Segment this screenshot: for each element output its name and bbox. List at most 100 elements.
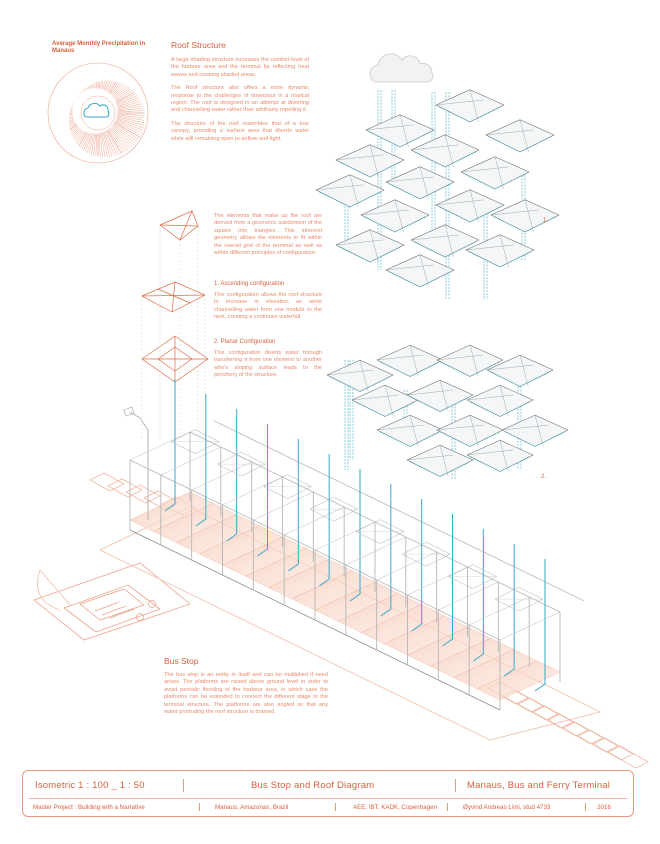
roof-fold <box>519 119 529 153</box>
precipitation-tick <box>111 126 132 147</box>
water-channel <box>339 161 401 178</box>
precipitation-tick <box>116 118 144 128</box>
water-channel <box>330 376 390 392</box>
roof-element <box>435 89 505 123</box>
precipitation-tick <box>109 128 127 152</box>
water-channel <box>439 106 501 123</box>
drain-pipe <box>411 499 423 632</box>
water-channel <box>355 401 415 417</box>
element-diagram-ascending <box>141 281 206 313</box>
precipitation-tick <box>110 127 131 149</box>
roof-fold <box>519 355 529 387</box>
roof-fold <box>409 415 419 447</box>
precipitation-tick <box>116 95 138 105</box>
water-channel <box>464 173 526 190</box>
water-channel <box>440 361 500 377</box>
roof-fold <box>410 144 459 151</box>
roof-fold <box>501 424 549 431</box>
precipitation-tick <box>83 133 91 151</box>
roof-element <box>410 224 480 258</box>
roof-fold <box>369 144 379 178</box>
drain-pipe <box>195 394 207 527</box>
roof-paragraph-2: The Roof structure also offers a more dy… <box>171 85 309 114</box>
roof-fold <box>360 209 409 216</box>
roof-fold <box>486 364 534 371</box>
beam <box>438 581 499 611</box>
roof-element <box>385 166 455 200</box>
bus-stop-paragraph: The bus stop is an entity in itself and … <box>164 672 328 716</box>
divider <box>585 803 586 811</box>
precipitation-tick <box>114 121 141 135</box>
precipitation-tick <box>102 80 106 90</box>
roof-fold <box>406 454 454 461</box>
precipitation-tick <box>70 126 79 133</box>
precipitation-tick <box>91 133 95 155</box>
drain-pipe <box>288 439 299 572</box>
road-stripe <box>562 721 604 745</box>
author-label: Øyvind Andreas Limi, stud 4733 <box>463 804 551 811</box>
roof-fold <box>466 394 514 401</box>
precipitation-tick <box>113 123 137 142</box>
road-stripe <box>577 729 619 753</box>
roof-fold <box>439 380 449 412</box>
water-channel <box>469 251 531 268</box>
water-channel <box>505 431 565 447</box>
roof-fold <box>469 415 479 447</box>
roof-fold <box>385 176 434 183</box>
water-channel <box>410 396 470 412</box>
precipitation-tick <box>69 122 76 127</box>
roof-fold <box>376 424 424 431</box>
label-configuration-2: 2. <box>541 474 546 480</box>
water-channel <box>369 131 431 148</box>
label-configuration-1: 1. <box>543 218 548 224</box>
drain-pipe <box>380 484 392 617</box>
master-project-label: Master Project : Building with a Narrati… <box>33 804 145 811</box>
precipitation-tick <box>104 131 115 157</box>
precipitation-tick <box>101 80 104 90</box>
beam <box>499 611 561 641</box>
beam <box>407 566 468 596</box>
precipitation-tick <box>105 80 109 91</box>
precipitation-tick <box>111 82 121 95</box>
precipitation-tick <box>71 127 80 135</box>
ascending-config-heading: 1. Ascending configuration <box>214 281 285 287</box>
precipitation-tick <box>102 132 110 157</box>
precipitation-tick <box>113 85 126 98</box>
roof-fold <box>376 354 424 361</box>
roof-fold <box>439 445 449 477</box>
roof-fold <box>466 449 514 456</box>
precipitation-tick <box>69 123 77 128</box>
beam <box>129 431 191 461</box>
roof-fold <box>444 134 454 168</box>
precipitation-tick <box>114 86 128 99</box>
roof-fold <box>435 99 484 106</box>
roof-element <box>406 379 474 412</box>
roof-fold <box>490 209 539 216</box>
bus-plan-illustration <box>33 562 191 641</box>
divider <box>335 803 336 811</box>
beam <box>284 506 345 536</box>
roof-fold <box>469 345 479 377</box>
precipitation-tick <box>106 80 111 92</box>
roof-element <box>360 199 430 233</box>
drain-pipe <box>164 379 176 512</box>
elements-paragraph: The elements that make up the roof are d… <box>214 213 322 257</box>
planar-config-heading: 2. Planar Configuration <box>214 339 276 345</box>
roof-fold <box>444 224 454 258</box>
chart-ring <box>80 95 116 131</box>
roof-paragraph-3: The structure of the roof resembles that… <box>171 120 309 142</box>
water-channel <box>470 401 530 417</box>
precipitation-tick <box>116 116 145 124</box>
divider <box>29 798 627 799</box>
beam <box>469 596 530 626</box>
precipitation-tick <box>117 113 145 116</box>
precipitation-tick <box>106 130 120 155</box>
water-channel <box>389 183 451 200</box>
beam <box>160 446 221 476</box>
location-label: Manaus, Amazonas, Brazil <box>215 804 289 811</box>
school-label: AEE, IBT, KADK, Copenhagen <box>353 804 437 811</box>
roof-element <box>335 144 405 178</box>
roof-fold <box>499 440 509 472</box>
water-channel <box>339 246 401 263</box>
precipitation-tick <box>87 86 90 90</box>
